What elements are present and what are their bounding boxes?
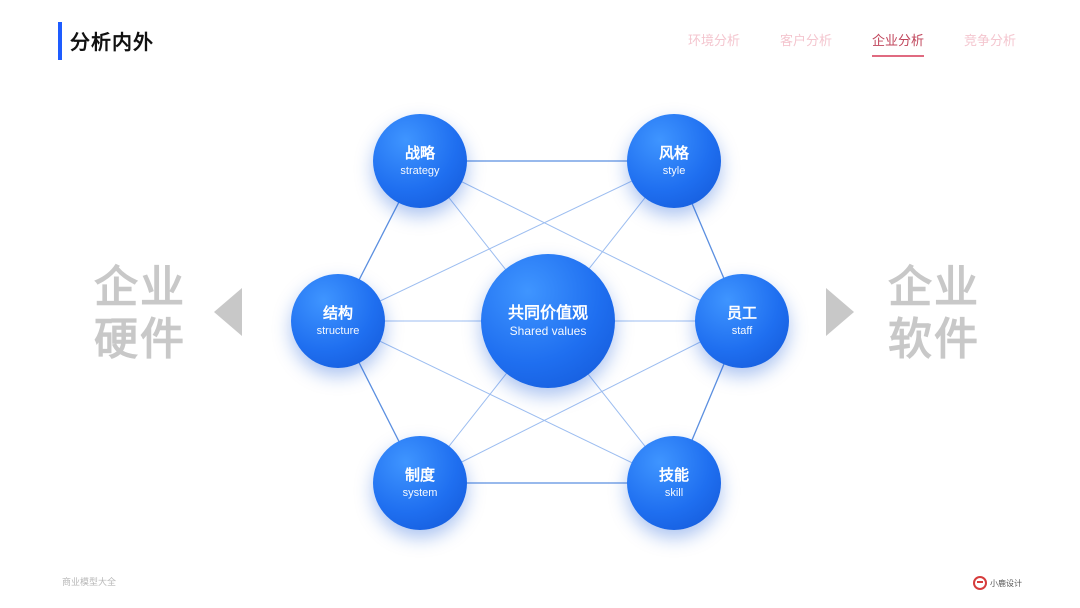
footer-brand: 小鹿设计: [973, 576, 1022, 590]
node-skill-cn: 技能: [658, 466, 689, 484]
node-skill: 技能 skill: [627, 436, 721, 530]
node-strategy: 战略 strategy: [373, 114, 467, 208]
tab-enterprise-analysis[interactable]: 企业分析: [871, 30, 924, 57]
node-system-en: system: [402, 487, 438, 499]
node-structure-en: structure: [316, 325, 360, 337]
node-system-cn: 制度: [404, 466, 435, 484]
arrow-right-icon: [826, 288, 854, 336]
edge-structure-skill: [337, 320, 675, 484]
enterprise-hardware-label: 企业硬件: [94, 262, 186, 365]
node-strategy-en: strategy: [400, 165, 440, 177]
node-staff: 员工 staff: [695, 274, 789, 368]
title-accent-bar: [58, 22, 62, 60]
node-shared-values: 共同价值观 Shared values: [481, 254, 615, 388]
node-shared-values-en: Shared values: [509, 324, 587, 338]
footer-brand-text: 小鹿设计: [990, 578, 1022, 588]
top-nav: 环境分析 客户分析 企业分析 竞争分析: [648, 30, 1016, 57]
node-shared-values-cn: 共同价值观: [507, 303, 588, 322]
edge-strategy-staff: [419, 160, 743, 322]
node-strategy-cn: 战略: [404, 144, 435, 162]
node-style-en: style: [662, 165, 686, 177]
edge-system-staff: [419, 320, 743, 484]
brand-logo-icon: [973, 576, 987, 590]
footer-source-text: 商业模型大全: [62, 578, 117, 588]
enterprise-software-label: 企业软件: [888, 262, 980, 365]
arrow-left-icon: [214, 288, 242, 336]
node-style: 风格 style: [627, 114, 721, 208]
tab-customer-analysis[interactable]: 客户分析: [779, 34, 832, 49]
edge-style-structure: [337, 160, 675, 322]
node-structure-cn: 结构: [322, 304, 353, 322]
page-title: 分析内外: [70, 30, 154, 54]
tab-environment-analysis[interactable]: 环境分析: [687, 34, 740, 49]
node-staff-en: staff: [731, 325, 753, 337]
node-staff-cn: 员工: [726, 304, 757, 322]
node-style-cn: 风格: [658, 144, 689, 162]
node-structure: 结构 structure: [291, 274, 385, 368]
node-system: 制度 system: [373, 436, 467, 530]
tab-competition-analysis[interactable]: 竞争分析: [963, 34, 1016, 49]
node-skill-en: skill: [664, 487, 684, 499]
